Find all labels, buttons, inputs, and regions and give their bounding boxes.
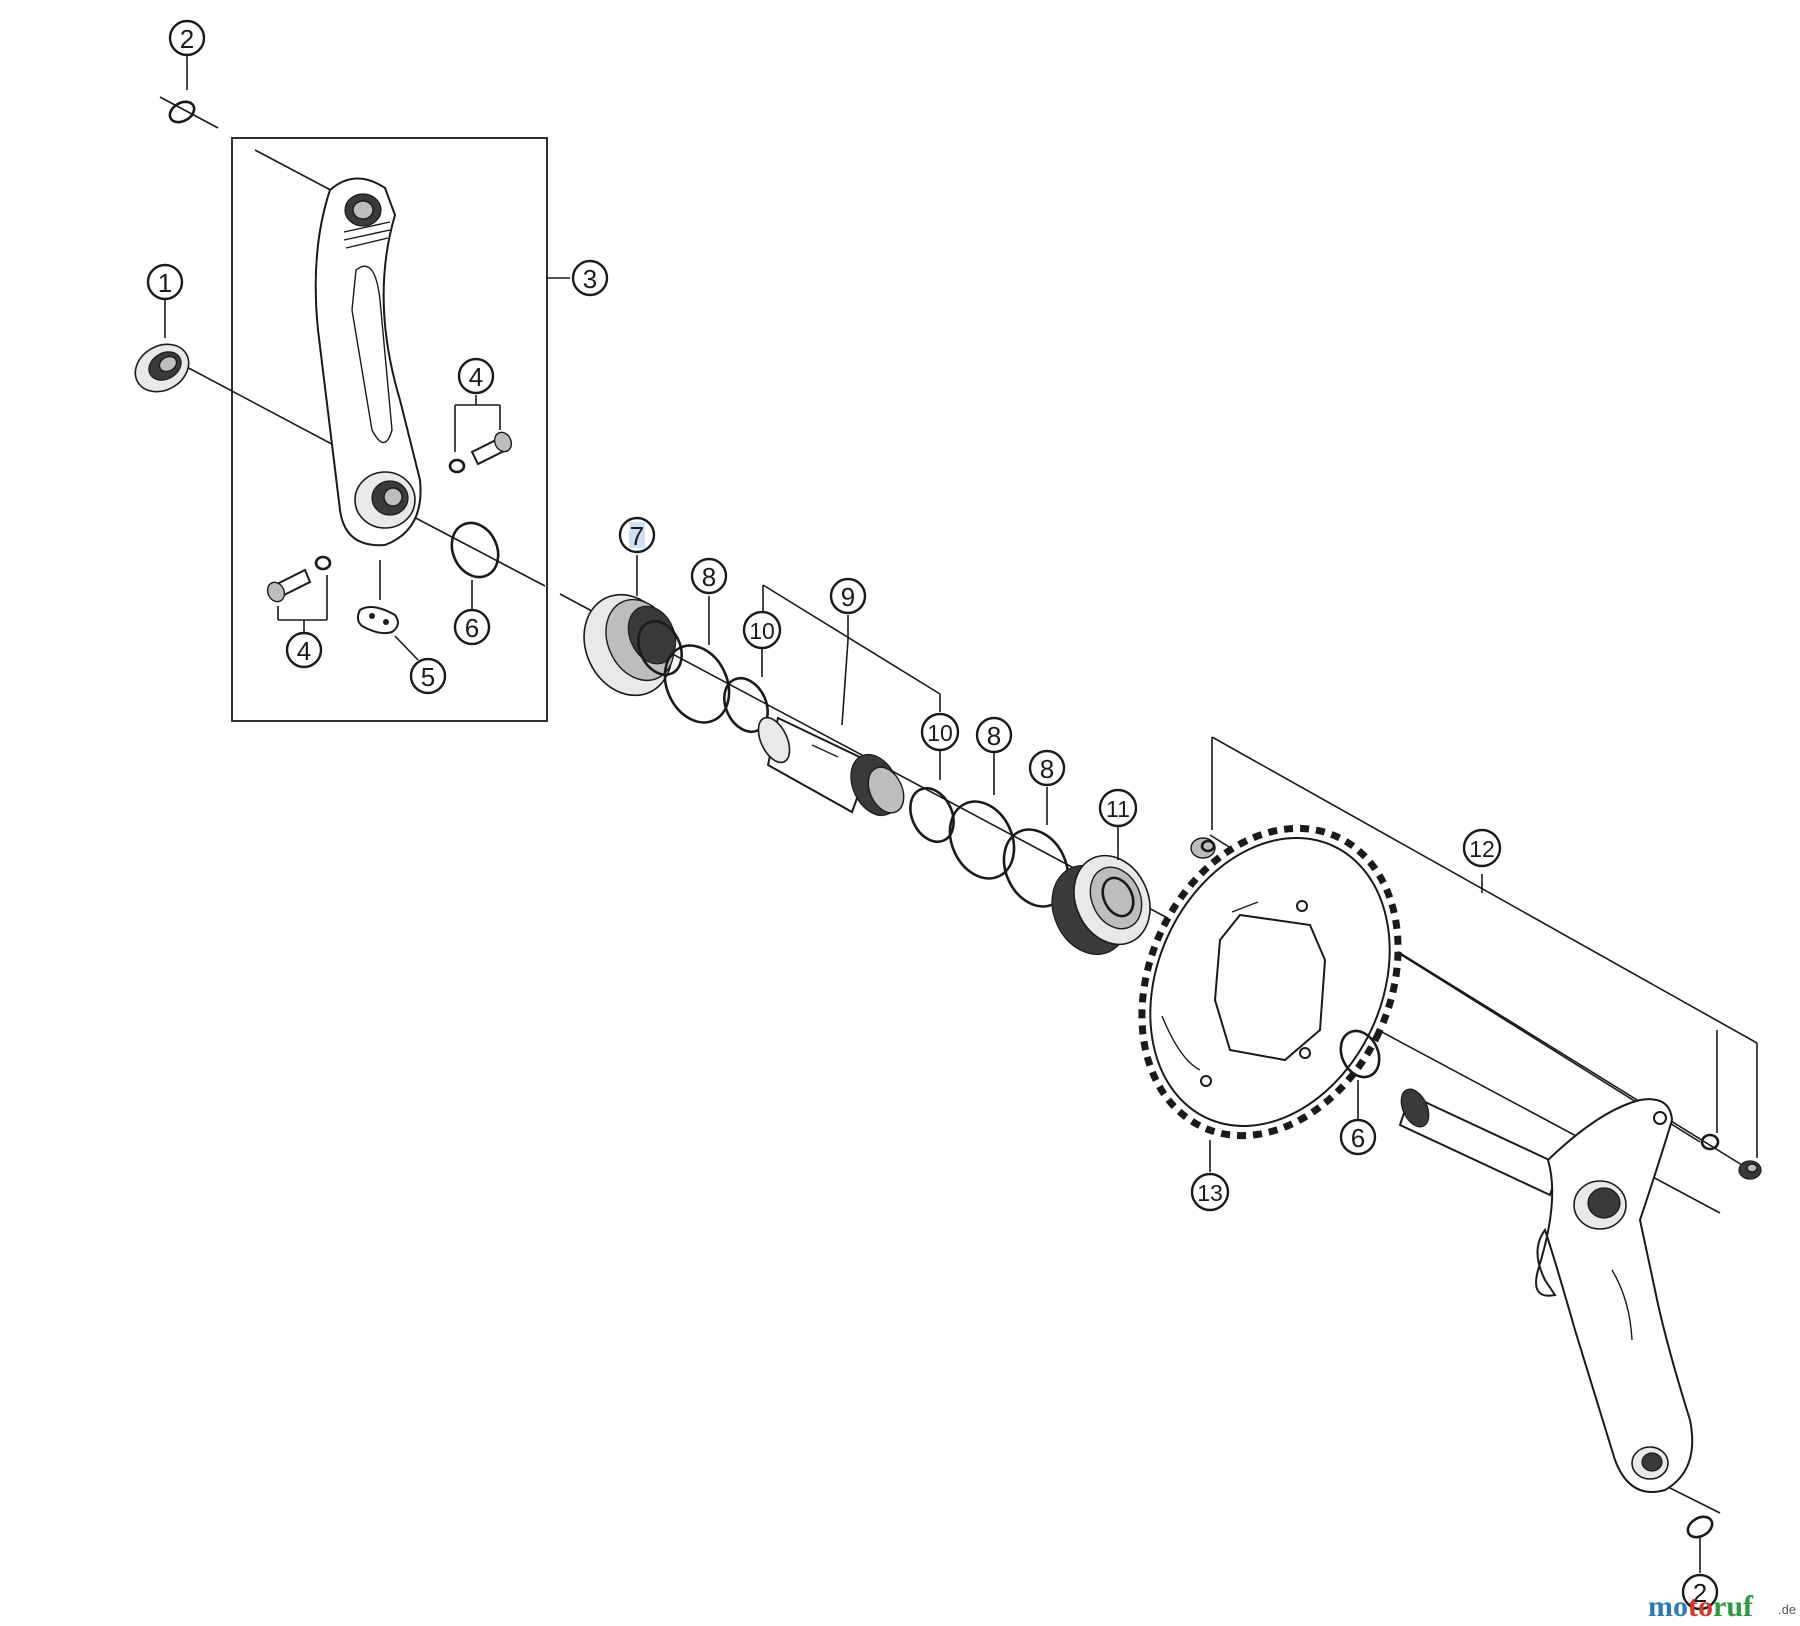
svg-text:2: 2: [1693, 1578, 1707, 1608]
callout-8-c: 8: [1028, 749, 1066, 787]
bb-cup-part-7: [583, 593, 683, 697]
callout-4-top: 4: [457, 357, 495, 395]
fixing-bolt-part-1: [134, 343, 190, 393]
spacer-part-8-a: [663, 644, 731, 724]
svg-text:motoruf: motoruf: [1648, 1590, 1754, 1623]
svg-text:12: 12: [1469, 836, 1495, 862]
washer-part-2-bottom: [1686, 1515, 1714, 1539]
svg-text:7: 7: [630, 521, 644, 551]
safety-plate-part-5: [356, 560, 399, 635]
callout-6-left: 6: [453, 608, 491, 646]
spacer-part-8-b: [948, 800, 1016, 880]
watermark-ruf: ruf: [1713, 1590, 1754, 1623]
pinch-bolt-part-4-bottom: [266, 555, 332, 603]
axis-lines: [159, 96, 1751, 1514]
callout-11: 11: [1098, 788, 1138, 828]
svg-text:6: 6: [465, 613, 479, 643]
svg-text:6: 6: [1351, 1123, 1365, 1153]
right-crank-arm: [1398, 1088, 1694, 1493]
left-crank-group-box: [231, 137, 548, 722]
chainring-bolt-washer-part-12: [1700, 1133, 1720, 1151]
bb-cup-part-11: [1051, 854, 1151, 955]
leader-lines: [164, 55, 1758, 1573]
svg-text:8: 8: [987, 721, 1001, 751]
callout-10-b: 10: [920, 712, 960, 752]
callout-1: 1: [146, 263, 184, 301]
svg-text:8: 8: [702, 562, 716, 592]
callout-6-right: 6: [1339, 1118, 1377, 1156]
callout-3: 3: [571, 259, 609, 297]
svg-text:13: 13: [1197, 1180, 1223, 1206]
svg-text:8: 8: [1040, 754, 1054, 784]
svg-text:10: 10: [927, 720, 953, 746]
washer-part-2-top: [168, 100, 196, 124]
svg-text:4: 4: [469, 362, 483, 392]
callout-4-bottom: 4: [285, 631, 323, 669]
callout-8-b: 8: [975, 716, 1013, 754]
callout-7: 7: [618, 516, 656, 554]
chainring-nut-part-12: [1190, 837, 1216, 859]
chainring-bolt-part-12: [1738, 1160, 1762, 1180]
watermark-to: to: [1688, 1590, 1713, 1623]
left-crank-arm-part-3: [314, 177, 422, 547]
ring-part-10-b: [909, 786, 955, 844]
inner-cover-part-9: [757, 716, 905, 817]
o-ring-part-6-left: [450, 521, 500, 579]
svg-text:2: 2: [180, 24, 194, 54]
svg-text:11: 11: [1106, 796, 1130, 822]
watermark-tld: .de: [1778, 1602, 1796, 1617]
callout-2-top: 2: [168, 19, 206, 57]
callout-13: 13: [1190, 1172, 1230, 1212]
callout-5: 5: [409, 657, 447, 695]
svg-text:3: 3: [583, 264, 597, 294]
callout-9: 9: [829, 577, 867, 615]
svg-text:5: 5: [421, 662, 435, 692]
chainring-part-13: [1138, 824, 1402, 1140]
svg-text:10: 10: [749, 618, 775, 644]
callout-8-a: 8: [690, 557, 728, 595]
callout-2-bottom: 2: [1681, 1573, 1719, 1611]
watermark-mo: mo: [1648, 1590, 1688, 1623]
callout-10-a: 10: [742, 610, 782, 650]
watermark-logo: motoruf .de: [1648, 1590, 1796, 1623]
svg-text:4: 4: [297, 636, 311, 666]
callout-12: 12: [1462, 828, 1502, 868]
o-ring-part-6-right: [1339, 1029, 1381, 1079]
svg-text:9: 9: [841, 582, 855, 612]
pinch-bolt-part-4-top: [448, 431, 513, 474]
svg-text:1: 1: [158, 268, 172, 298]
